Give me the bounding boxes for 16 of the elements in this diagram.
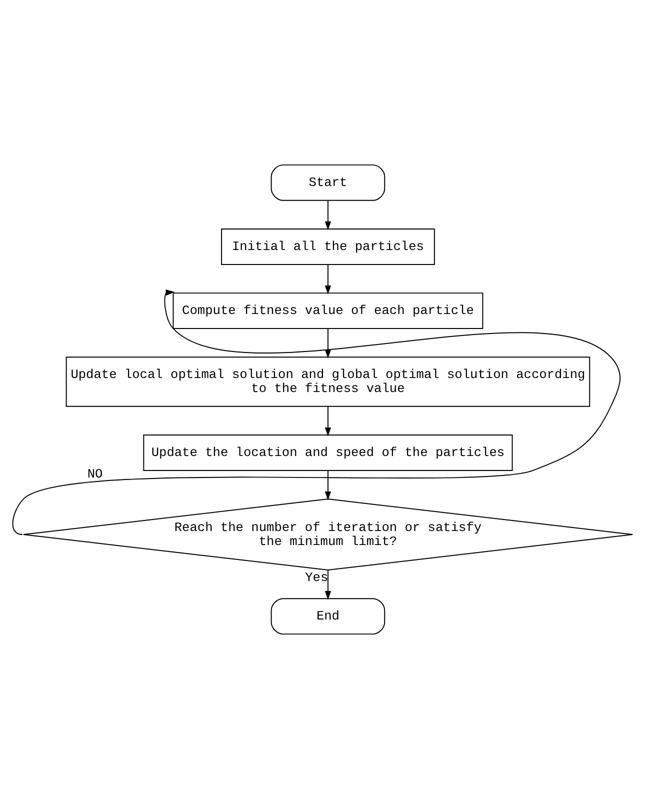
arrow (324, 328, 332, 358)
arrow (324, 200, 332, 230)
arrow (324, 264, 332, 294)
node-box: Update local optimal solution and global optimal solution according to the fitness value (66, 356, 590, 406)
node-box: Initial all the particles (221, 228, 435, 264)
arrow (324, 569, 332, 600)
node-diamond: Reach the number of iteration or satisfy the minimum limit? (22, 498, 633, 570)
arrow (324, 470, 332, 500)
edge-label: NO (87, 466, 103, 481)
node-box: Update the location and speed of the particles (143, 434, 513, 470)
node-box: Compute fitness value of each particle (172, 292, 484, 329)
arrow (12, 288, 621, 535)
arrow (324, 406, 332, 436)
node-box: End (270, 598, 386, 634)
edge-label: Yes (305, 569, 328, 584)
node-box: Start (270, 164, 386, 200)
